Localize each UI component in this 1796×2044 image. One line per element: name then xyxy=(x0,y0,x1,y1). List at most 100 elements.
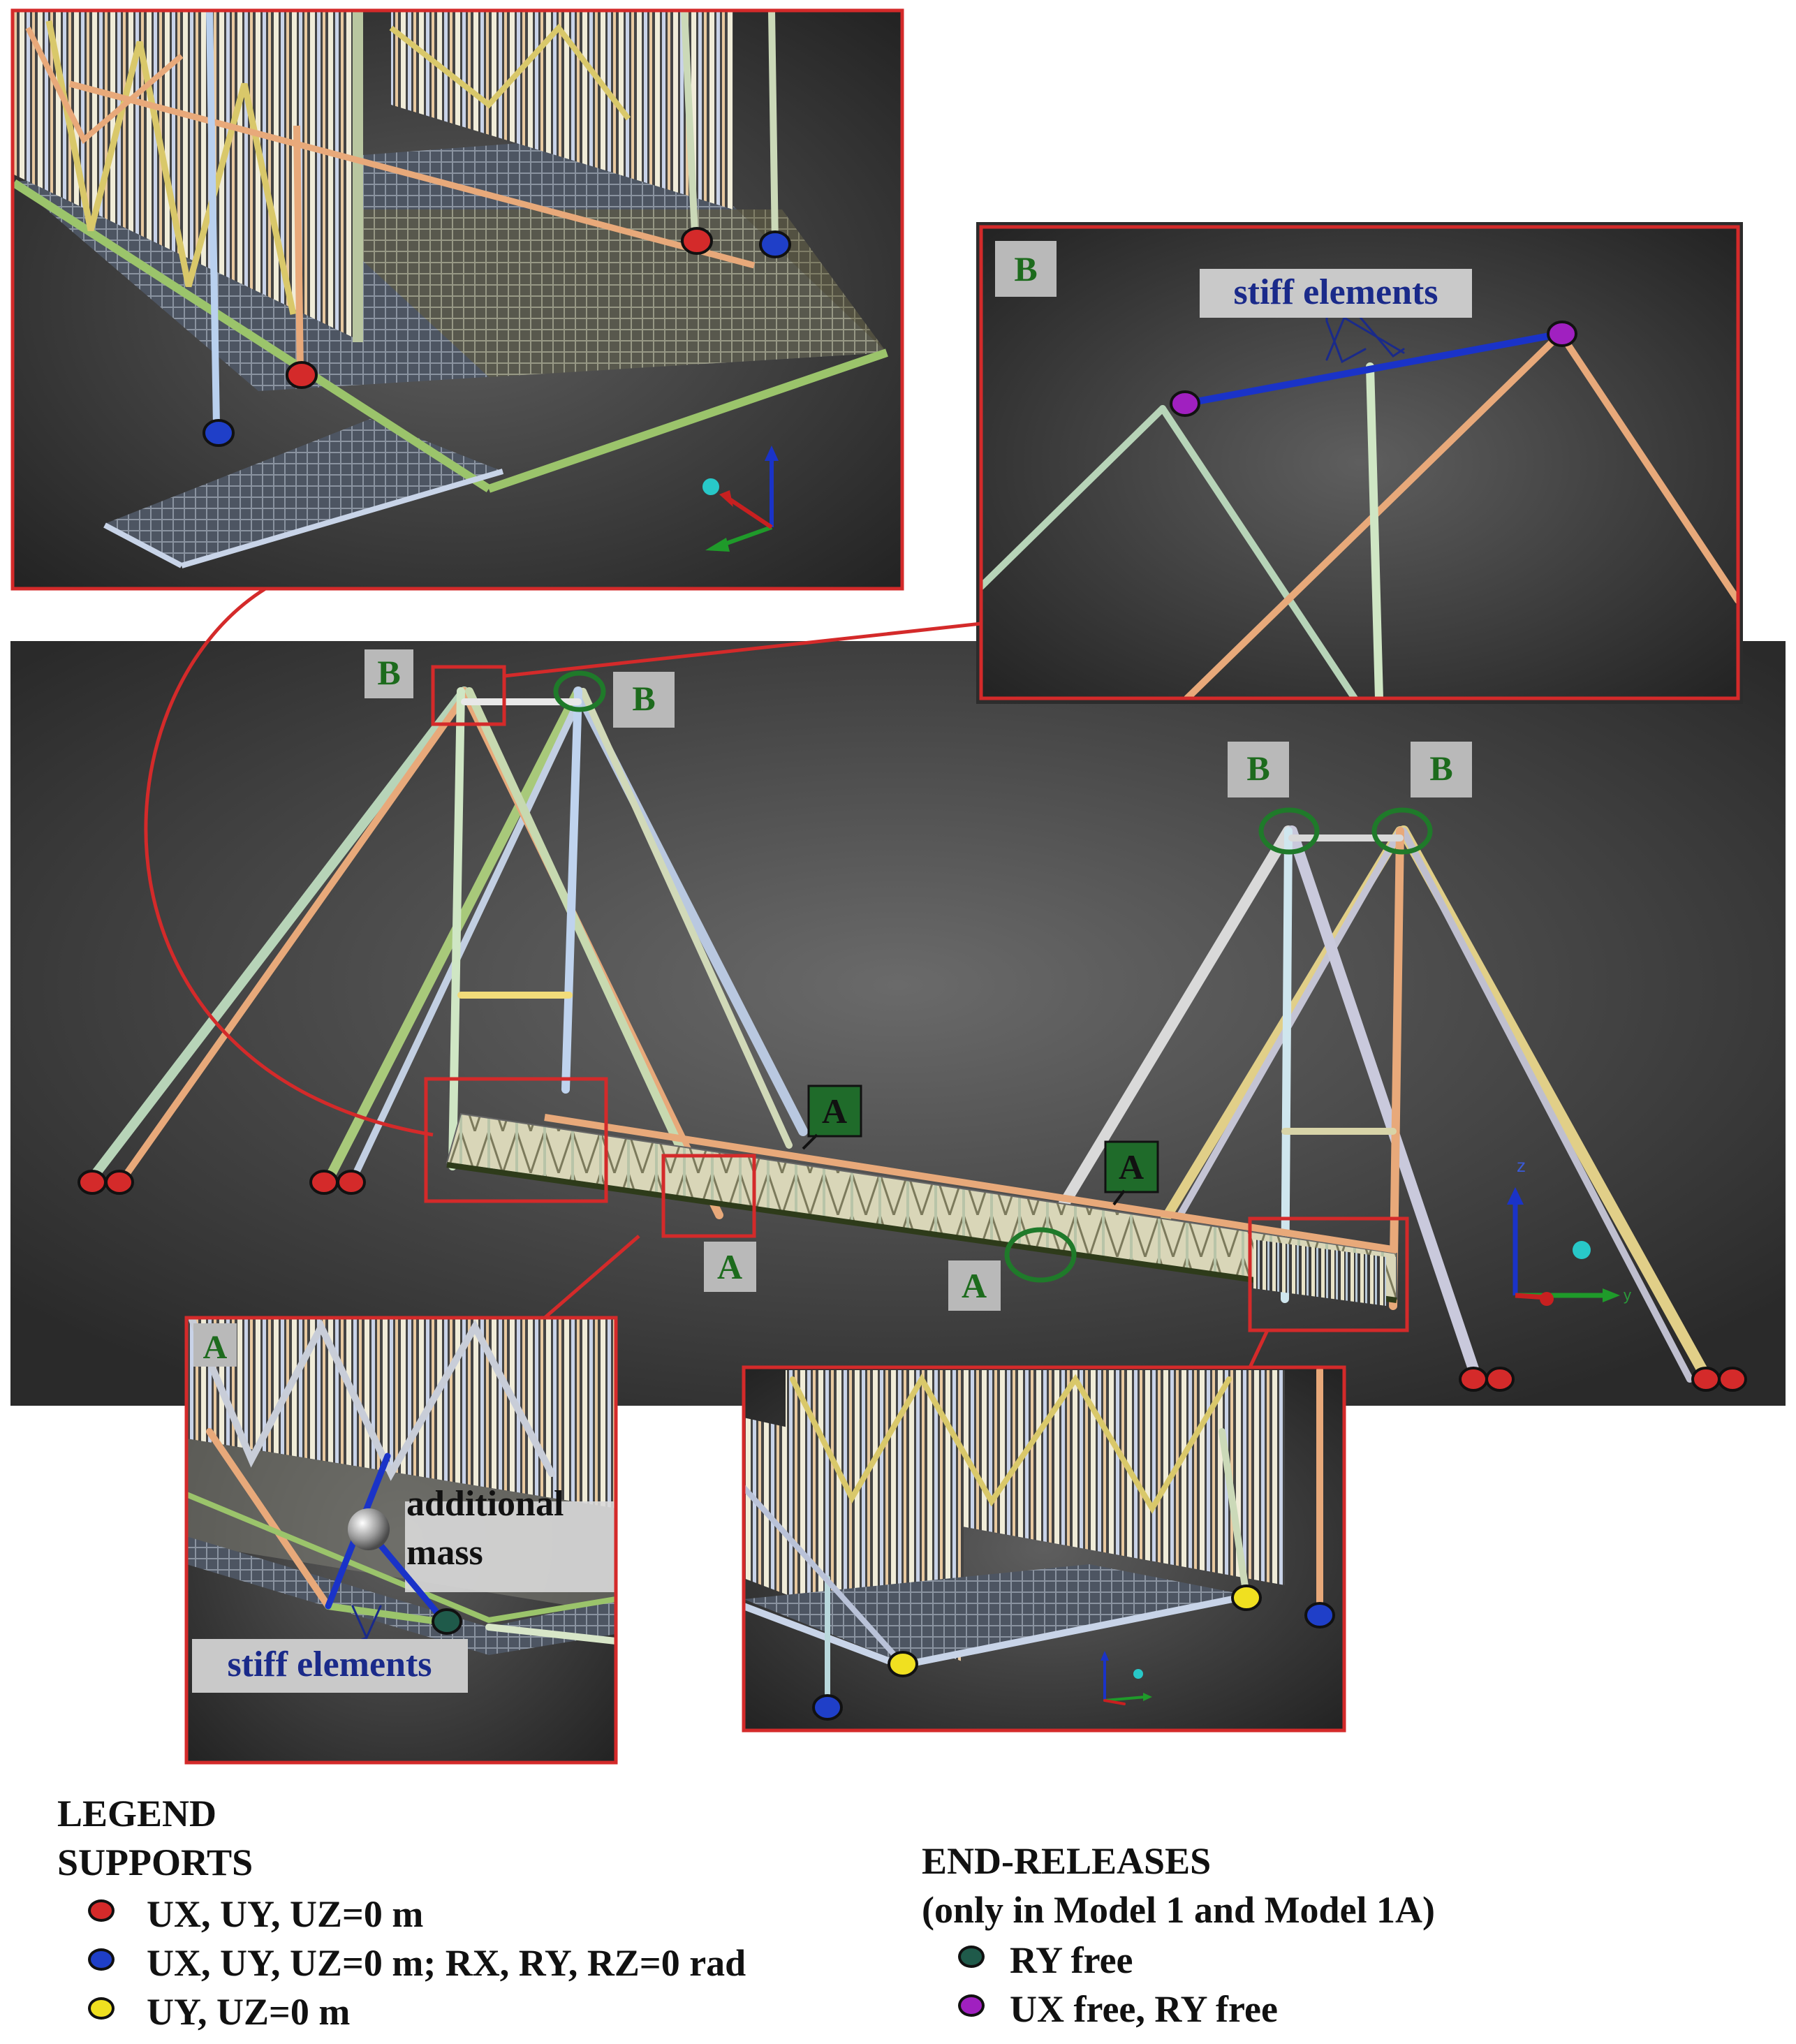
railing-right xyxy=(391,10,733,209)
support-uy-uz-fixed xyxy=(1231,1585,1262,1611)
support-fixed-translation xyxy=(1485,1367,1515,1392)
legend-support-item: UX, UY, UZ=0 m; RX, RY, RZ=0 rad xyxy=(147,1942,746,1984)
label-box-b xyxy=(995,241,1057,297)
callout-a xyxy=(1104,1140,1159,1193)
axis-label-z: z xyxy=(1517,1155,1526,1176)
highlight-boxes xyxy=(424,665,1409,1332)
legend-end-releases: END-RELEASES (only in Model 1 and Model … xyxy=(922,1842,1760,2038)
main-a-labels: A A A A xyxy=(704,1085,1159,1311)
legend-dot-dark-teal xyxy=(958,1946,985,1968)
main-viewport-background xyxy=(10,641,1786,1406)
support-fixed-translation xyxy=(1691,1367,1721,1392)
connector-to-b-detail xyxy=(503,622,982,678)
label-a: A xyxy=(1119,1147,1144,1186)
release-ux-ry-free xyxy=(1170,390,1200,417)
label-b: B xyxy=(1429,749,1452,788)
legend-dot-purple xyxy=(958,1994,985,2017)
legend-releases-subtitle: (only in Model 1 and Model 1A) xyxy=(922,1889,1436,1931)
connector-to-left-detail xyxy=(144,587,434,1137)
label-a: A xyxy=(203,1329,228,1366)
label-b: B xyxy=(632,679,655,718)
support-fixed-translation xyxy=(1459,1367,1488,1392)
support-fixed-translation xyxy=(337,1170,366,1195)
support-fully-fixed xyxy=(759,230,791,258)
label-a: A xyxy=(962,1266,987,1305)
deck-grating xyxy=(744,1564,1250,1662)
highlight-box-a xyxy=(661,1154,756,1238)
additional-mass-sphere xyxy=(348,1508,390,1550)
support-fixed-translation xyxy=(681,227,713,255)
support-fixed-translation xyxy=(1718,1367,1747,1392)
label-box-b xyxy=(1411,742,1472,797)
detail-frame xyxy=(10,8,904,591)
detail-view-left-support xyxy=(10,8,904,591)
axis-triad-detail-br xyxy=(1101,1651,1152,1705)
label-b: B xyxy=(1014,249,1037,288)
label-a: A xyxy=(717,1247,742,1286)
legend-dot-red xyxy=(88,1899,115,1922)
legend-release-item: RY free xyxy=(1010,1939,1133,1981)
label-box-a xyxy=(193,1323,237,1367)
main-supports xyxy=(78,1170,1747,1392)
callout-a xyxy=(807,1085,862,1138)
label-a: A xyxy=(822,1091,847,1131)
label-stiff-elements: stiff elements xyxy=(1233,272,1438,312)
main-model-view: z y B B B B A A A A xyxy=(10,641,1786,1406)
release-circles xyxy=(553,670,1433,1283)
release-circle-b xyxy=(1371,807,1433,855)
legend-support-item: UX, UY, UZ=0 m xyxy=(147,1893,424,1935)
right-pylon xyxy=(1035,825,1713,1385)
release-circle-b xyxy=(553,670,606,712)
highlight-box-right-deck xyxy=(1248,1216,1409,1332)
axis-triad-detail-tl xyxy=(702,446,779,552)
bridge-deck xyxy=(446,1112,1397,1306)
support-fully-fixed xyxy=(203,419,235,447)
axis-triad-main: z y xyxy=(1507,1155,1631,1306)
detail-frame xyxy=(184,1316,618,1765)
callout-stiff-elements xyxy=(192,1639,468,1693)
main-b-labels: B B B B xyxy=(365,649,1472,797)
callout-stiff-elements xyxy=(1200,269,1472,318)
legend-release-item: UX free, RY free xyxy=(1010,1988,1278,2030)
label-additional-mass-line1: additional xyxy=(406,1484,564,1524)
label-box-a xyxy=(704,1242,756,1292)
legend-dot-blue xyxy=(88,1948,115,1971)
support-fixed-translation xyxy=(309,1170,339,1195)
highlight-box-left-deck xyxy=(424,1077,608,1203)
approach-grating xyxy=(105,419,503,566)
legend-dot-yellow xyxy=(88,1997,115,2020)
left-pylon xyxy=(86,686,808,1219)
axis-label-y: y xyxy=(1624,1286,1631,1304)
label-b: B xyxy=(377,653,400,692)
label-box-b xyxy=(1228,742,1289,797)
connector-to-right-detail xyxy=(1248,1329,1269,1369)
support-fixed-translation xyxy=(78,1170,107,1195)
support-uy-uz-fixed xyxy=(888,1651,918,1677)
release-ux-ry-free xyxy=(1547,321,1577,347)
stiff-element-link xyxy=(1182,330,1564,407)
detail-frame xyxy=(979,225,1740,700)
connector-to-a-detail xyxy=(543,1235,640,1319)
label-b: B xyxy=(1246,749,1269,788)
highlight-box-b xyxy=(431,665,506,726)
support-fully-fixed xyxy=(1304,1602,1335,1628)
support-fixed-translation xyxy=(286,361,318,389)
legend-releases-title: END-RELEASES xyxy=(922,1840,1212,1882)
detail-view-b-nodes: stiff elements B xyxy=(976,222,1743,704)
legend-title: LEGEND xyxy=(57,1793,217,1835)
stiff-element xyxy=(367,1529,447,1624)
support-fully-fixed xyxy=(812,1694,843,1721)
legend-supports-title: SUPPORTS xyxy=(57,1841,253,1883)
label-box-b xyxy=(365,649,413,698)
label-box-b xyxy=(613,672,675,728)
detail-view-a-mass: stiff elements additional mass A xyxy=(184,1316,618,1765)
label-additional-mass-line2: mass xyxy=(406,1533,483,1573)
detail-view-right-support xyxy=(742,1365,1346,1733)
support-fixed-translation xyxy=(105,1170,134,1195)
legend-supports: LEGEND SUPPORTS UX, UY, UZ=0 m UX, UY, U… xyxy=(57,1795,895,2039)
release-circle-a xyxy=(1004,1227,1077,1283)
release-ry-free xyxy=(432,1608,462,1635)
label-box-a xyxy=(948,1260,1001,1311)
label-stiff-elements: stiff elements xyxy=(227,1645,432,1684)
detail-frame xyxy=(742,1365,1346,1733)
